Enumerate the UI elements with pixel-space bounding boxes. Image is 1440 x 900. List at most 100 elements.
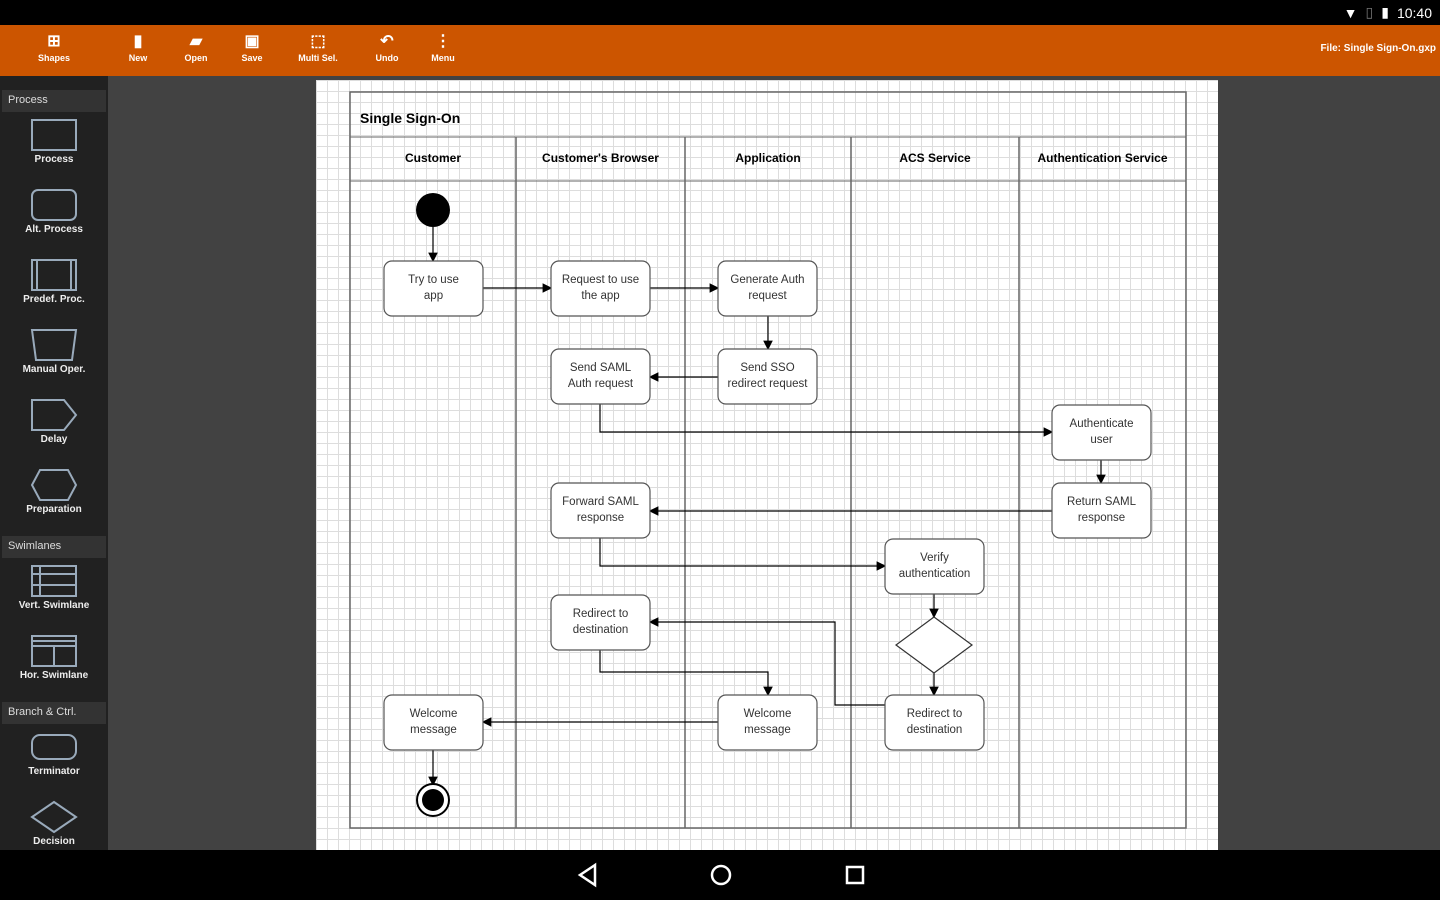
toolbar-undo-button[interactable]: ↶Undo (357, 31, 417, 63)
shape-label: Decision (33, 836, 75, 847)
sidebar-section-header[interactable]: Process (2, 90, 106, 112)
menu-icon: ⋮ (435, 33, 451, 50)
lane-header[interactable]: Customer (405, 151, 461, 165)
activity-node-n6[interactable]: Authenticate user (1051, 404, 1152, 461)
navigation-bar (0, 850, 1440, 900)
node-label: response (577, 512, 624, 524)
shape-predef-proc[interactable]: Predef. Proc. (0, 258, 108, 322)
shape-preview-icon (31, 734, 77, 760)
multi-select-icon: ⬚ (310, 33, 326, 50)
lane-header[interactable]: Application (735, 151, 800, 165)
swimlane-pool[interactable] (349, 91, 1187, 829)
shape-label: Vert. Swimlane (18, 600, 90, 611)
toolbar-label: Shapes (37, 53, 70, 63)
node-label: Verify (920, 552, 949, 564)
connector-arrow[interactable] (599, 404, 1054, 437)
shape-label: Alt. Process (25, 224, 83, 235)
node-label: request (748, 290, 787, 302)
connector-arrow[interactable] (599, 650, 773, 697)
toolbar-label: Undo (375, 53, 399, 63)
home-icon[interactable] (708, 862, 734, 888)
shape-preview-icon (31, 565, 77, 597)
toolbar-label: Multi Sel. (298, 53, 338, 63)
toolbar-new-button[interactable]: ▮ New (108, 31, 168, 63)
start-node[interactable] (416, 193, 450, 227)
node-label: authentication (899, 568, 971, 580)
node-label: Welcome (744, 708, 792, 720)
connector-arrow[interactable] (648, 617, 885, 706)
lane-header[interactable]: Customer's Browser (542, 151, 659, 165)
diagram-title[interactable]: Single Sign-On (360, 110, 460, 126)
shape-terminator[interactable]: Terminator (0, 730, 108, 794)
toolbar-shapes-button[interactable]: ⊞ Shapes (24, 31, 84, 63)
node-label: Try to use (408, 274, 459, 286)
toolbar-menu-button[interactable]: ⋮Menu (413, 31, 473, 63)
shape-label: Process (34, 154, 74, 165)
decision-node[interactable] (894, 616, 974, 674)
node-label: Forward SAML (562, 496, 639, 508)
node-label: Return SAML (1067, 496, 1137, 508)
connector-arrow[interactable] (599, 538, 887, 571)
activity-node-n9[interactable]: Verify authentication (884, 538, 985, 595)
node-label: destination (907, 724, 963, 736)
open-folder-icon: ▰ (189, 33, 203, 50)
shape-label: Hor. Swimlane (19, 670, 89, 681)
recents-icon[interactable] (843, 862, 867, 888)
toolbar-multi-sel-button[interactable]: ⬚ Multi Sel. (288, 31, 348, 63)
toolbar-save-button[interactable]: ▣ Save (222, 31, 282, 63)
new-file-icon: ▮ (133, 33, 143, 50)
lane-header[interactable]: Authentication Service (1037, 151, 1167, 165)
shape-delay[interactable]: Delay (0, 398, 108, 462)
end-node-inner (422, 789, 444, 811)
node-label: app (424, 290, 443, 302)
shape-label: Preparation (26, 504, 82, 515)
toolbar-label: Save (241, 53, 263, 63)
activity-node-n11[interactable]: Redirect to destination (884, 694, 985, 751)
shape-decision[interactable]: Decision (0, 800, 108, 850)
battery-icon: ▮ (1381, 4, 1389, 20)
toolbar-label: New (128, 53, 148, 63)
node-label: Send SSO (740, 362, 794, 374)
status-bar: ▼ ▯ ▮ 10:40 (0, 0, 1440, 25)
shape-preview-icon (30, 469, 78, 501)
shape-vert-swimlane[interactable]: Vert. Swimlane (0, 564, 108, 628)
shapes-icon: ⊞ (47, 33, 61, 50)
sidebar-section-header[interactable]: Branch & Ctrl. (2, 702, 106, 724)
node-label: Authenticate (1070, 418, 1134, 430)
shape-label: Delay (40, 434, 68, 445)
node-label: Welcome (410, 708, 458, 720)
shape-preparation[interactable]: Preparation (0, 468, 108, 532)
activity-node-n1[interactable]: Try to use app (383, 260, 484, 317)
shape-label: Predef. Proc. (23, 294, 85, 305)
shape-label: Manual Oper. (22, 364, 86, 375)
shape-alt-process[interactable]: Alt. Process (0, 188, 108, 252)
lane-header[interactable]: ACS Service (899, 151, 971, 165)
toolbar-label: Open (184, 53, 208, 63)
shape-hor-swimlane[interactable]: Hor. Swimlane (0, 634, 108, 698)
back-icon[interactable] (575, 862, 599, 888)
node-label: message (744, 724, 791, 736)
node-label: user (1090, 434, 1113, 446)
shape-process[interactable]: Process (0, 118, 108, 182)
node-label: the app (581, 290, 619, 302)
save-icon: ▣ (244, 33, 260, 50)
sidebar-section-header[interactable]: Swimlanes (2, 536, 106, 558)
shape-manual-oper[interactable]: Manual Oper. (0, 328, 108, 392)
toolbar-open-button[interactable]: ▰ Open (166, 31, 226, 63)
activity-node-n12[interactable]: Welcome message (717, 694, 818, 751)
activity-node-n8[interactable]: Forward SAML response (550, 482, 651, 539)
shape-preview-icon (31, 259, 77, 291)
shape-preview-icon (31, 635, 77, 667)
node-label: Auth request (568, 378, 634, 390)
node-label: Redirect to (907, 708, 963, 720)
